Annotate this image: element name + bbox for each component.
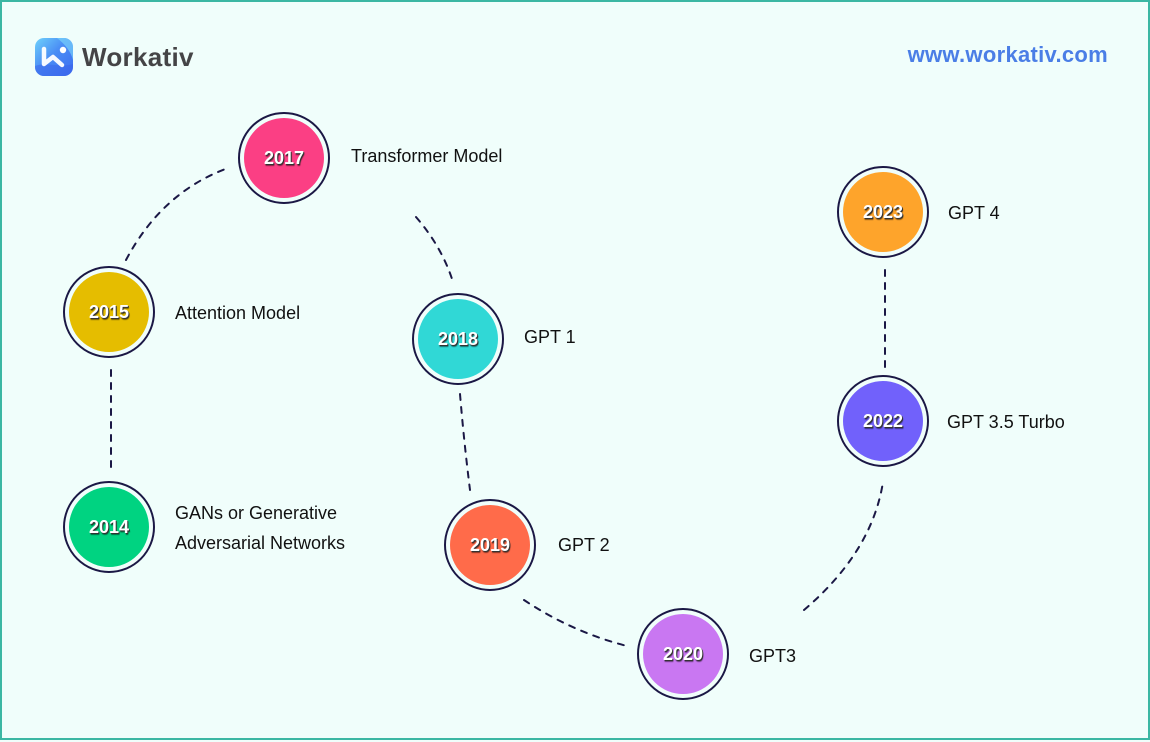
year-badge-2017: 2017 — [244, 118, 324, 198]
connector-2020-2022 — [803, 481, 884, 611]
brand-name: Workativ — [82, 41, 194, 72]
connector-2018-2019 — [459, 393, 471, 491]
milestone-label-line: Adversarial Networks — [175, 533, 346, 553]
workativ-logo-icon — [35, 38, 73, 76]
timeline-node-2018: 2018 — [412, 293, 504, 385]
milestone-label-2014: GANs or Generative Adversarial Networks — [175, 498, 345, 558]
brand-logo: Workativ — [35, 38, 194, 76]
connector-2019-2020 — [523, 599, 628, 647]
milestone-label-2017: Transformer Model — [351, 146, 503, 166]
year-badge-2015: 2015 — [69, 272, 149, 352]
connector-2017-2018 — [415, 216, 454, 283]
timeline-node-2014: 2014 — [63, 481, 155, 573]
timeline-node-2023: 2023 — [837, 166, 929, 258]
year-badge-2018: 2018 — [418, 299, 498, 379]
timeline-node-2015: 2015 — [63, 266, 155, 358]
timeline-node-2017: 2017 — [238, 112, 330, 204]
year-badge-2023: 2023 — [843, 172, 923, 252]
timeline-node-2022: 2022 — [837, 375, 929, 467]
timeline-node-2019: 2019 — [444, 499, 536, 591]
milestone-label-2020: GPT3 — [749, 646, 797, 666]
year-badge-2020: 2020 — [643, 614, 723, 694]
year-badge-2014: 2014 — [69, 487, 149, 567]
year-badge-2019: 2019 — [450, 505, 530, 585]
timeline-node-2020: 2020 — [637, 608, 729, 700]
year-badge-2022: 2022 — [843, 381, 923, 461]
website-url: www.workativ.com — [907, 42, 1108, 67]
milestone-label-2023: GPT 4 — [948, 203, 1000, 223]
milestone-label-2022: GPT 3.5 Turbo — [947, 412, 1065, 432]
milestone-label-2018: GPT 1 — [524, 327, 576, 347]
connector-2015-2017 — [125, 167, 229, 261]
milestone-label-2015: Attention Model — [175, 303, 301, 323]
milestone-label-2019: GPT 2 — [558, 535, 610, 555]
milestone-label-line: GANs or Generative — [175, 503, 338, 523]
